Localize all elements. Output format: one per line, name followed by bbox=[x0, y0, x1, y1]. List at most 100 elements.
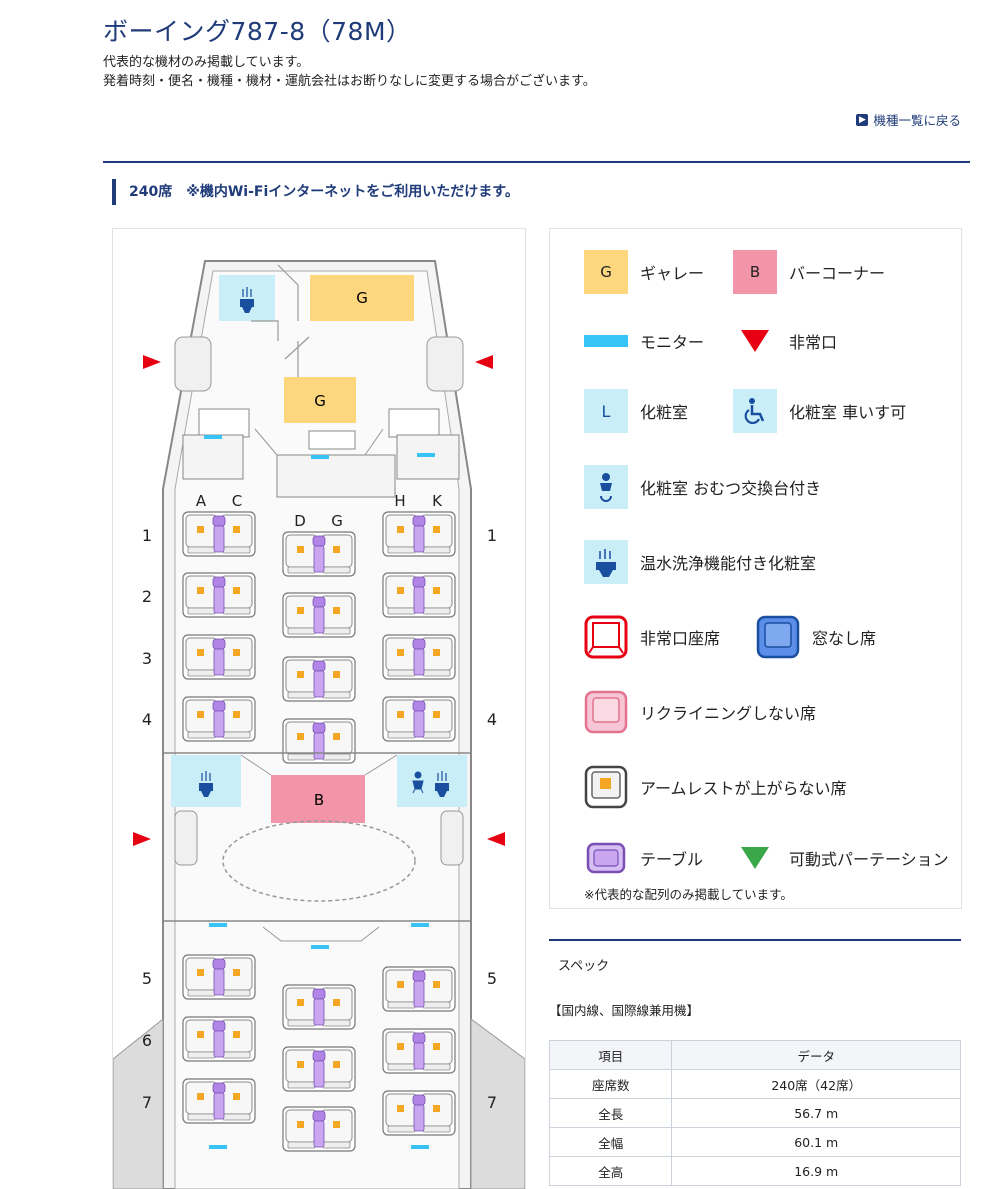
legend-windowless: 窓なし席 bbox=[756, 615, 876, 659]
seat-pair-2DG bbox=[282, 592, 356, 638]
seat-letter: H bbox=[394, 492, 405, 510]
row-number: 7 bbox=[487, 1093, 497, 1112]
spec-subtitle: 【国内線、国際線兼用機】 bbox=[549, 1003, 700, 1018]
chevron-right-icon: ▶ bbox=[856, 113, 869, 126]
exit-right-mid bbox=[487, 832, 505, 846]
diaper-table-icon bbox=[584, 465, 628, 509]
spec-header-item: 項目 bbox=[548, 1040, 673, 1070]
monitor-icon bbox=[584, 319, 628, 363]
seat-pair-3AC bbox=[182, 634, 256, 680]
legend-lavatory: L 化粧室 bbox=[584, 389, 688, 433]
seat-pair-7AC bbox=[182, 1078, 256, 1124]
fixed-armrest-icon bbox=[584, 765, 628, 809]
row-number: 3 bbox=[142, 649, 152, 668]
legend-note: ※代表的な配列のみ掲載しています。 bbox=[584, 887, 793, 902]
seat-pair-5AC bbox=[182, 954, 256, 1000]
washlet-icon bbox=[584, 540, 628, 584]
spec-divider bbox=[549, 939, 961, 941]
seat-count-heading: 240席 ※機内Wi-Fiインターネットをご利用いただけます。 bbox=[112, 179, 519, 205]
legend-partition: 可動式パーテーション bbox=[733, 836, 949, 880]
page-title: ボーイング787-8（78M） bbox=[103, 17, 412, 46]
exit-right-front bbox=[475, 355, 493, 369]
legend-panel: G ギャレー B バーコーナー モニター 非常口 L 化粧室 化粧室 車いす可 … bbox=[549, 228, 962, 909]
seat-map: G G A C D G bbox=[113, 260, 525, 1189]
back-to-aircraft-list-link[interactable]: ▶ 機種一覧に戻る bbox=[856, 110, 961, 129]
exit-seat-icon bbox=[584, 615, 628, 659]
bar-corner bbox=[271, 775, 365, 823]
bar-icon: B bbox=[733, 250, 777, 294]
legend-fixed-armrest: アームレストが上がらない席 bbox=[584, 765, 847, 809]
seat-letter: D bbox=[294, 512, 306, 530]
seat-pair-1DG bbox=[282, 531, 356, 577]
seat-map-panel: G G A C D G bbox=[112, 228, 526, 1189]
legend-diaper: 化粧室 おむつ交換台付き bbox=[584, 465, 821, 509]
partition-area bbox=[222, 820, 416, 902]
seat-letter: A bbox=[196, 492, 207, 510]
legend-washlet: 温水洗浄機能付き化粧室 bbox=[584, 540, 816, 584]
row-number: 6 bbox=[142, 1031, 152, 1050]
exit-triangle-icon bbox=[733, 319, 777, 363]
row-number: 4 bbox=[142, 710, 152, 729]
seat-letter: C bbox=[232, 492, 242, 510]
seat-pair-4HK bbox=[382, 696, 456, 742]
exit-left-front bbox=[143, 355, 161, 369]
seat-letter: G bbox=[331, 512, 343, 530]
spec-table: 項目 データ 座席数 240席（42席） 全長 56.7 m 全幅 60.1 m… bbox=[548, 1040, 961, 1186]
legend-galley: G ギャレー bbox=[584, 250, 704, 294]
seat-pair-7HK bbox=[382, 1090, 456, 1136]
exit-left-mid bbox=[133, 832, 151, 846]
legend-monitor: モニター bbox=[584, 319, 704, 363]
row-number: 1 bbox=[142, 526, 152, 545]
table-row: 全高 16.9 m bbox=[548, 1156, 961, 1186]
back-link-label: 機種一覧に戻る bbox=[873, 113, 961, 128]
row-number: 5 bbox=[487, 969, 497, 988]
galley-letter: G bbox=[356, 289, 368, 307]
galley-letter: G bbox=[314, 392, 326, 410]
seat-pair-4DG bbox=[282, 718, 356, 764]
row-number: 1 bbox=[487, 526, 497, 545]
legend-exit: 非常口 bbox=[733, 319, 837, 363]
galley-front bbox=[310, 275, 414, 321]
spec-header-data: データ bbox=[671, 1040, 961, 1070]
table-row: 全長 56.7 m bbox=[548, 1098, 961, 1128]
seat-pair-2AC bbox=[182, 572, 256, 618]
wheelchair-icon bbox=[733, 389, 777, 433]
legend-wheelchair: 化粧室 車いす可 bbox=[733, 389, 906, 433]
galley-mid bbox=[284, 377, 356, 423]
row-number: 2 bbox=[142, 587, 152, 606]
seat-pair-6HK bbox=[382, 1028, 456, 1074]
front-washlet-lavatory bbox=[219, 275, 275, 321]
table-icon bbox=[584, 836, 628, 880]
seat-letter: K bbox=[432, 492, 443, 510]
bar-letter: B bbox=[314, 791, 324, 809]
spec-title: スペック bbox=[558, 959, 610, 974]
seat-pair-5HK bbox=[382, 966, 456, 1012]
seat-pair-7DG bbox=[282, 1106, 356, 1152]
seat-pair-4AC bbox=[182, 696, 256, 742]
row-number: 4 bbox=[487, 710, 497, 729]
disclaimer-line-2: 発着時刻・便名・機種・機材・運航会社はお断りなしに変更する場合がございます。 bbox=[103, 74, 596, 89]
row-number: 5 bbox=[142, 969, 152, 988]
legend-bar: B バーコーナー bbox=[733, 250, 885, 294]
seat-pair-1HK bbox=[382, 511, 456, 557]
lavatory-icon: L bbox=[584, 389, 628, 433]
seat-pair-6DG bbox=[282, 1046, 356, 1092]
table-row: 全幅 60.1 m bbox=[548, 1127, 961, 1157]
partition-triangle-icon bbox=[733, 836, 777, 880]
row-number: 7 bbox=[142, 1093, 152, 1112]
mid-lavatory-right bbox=[397, 755, 467, 807]
no-recline-seat-icon bbox=[584, 690, 628, 734]
seat-pair-3HK bbox=[382, 634, 456, 680]
table-row: 座席数 240席（42席） bbox=[548, 1069, 961, 1099]
legend-table: テーブル bbox=[584, 836, 703, 880]
legend-no-recline: リクライニングしない席 bbox=[584, 690, 816, 734]
windowless-seat-icon bbox=[756, 615, 800, 659]
seat-pair-6AC bbox=[182, 1016, 256, 1062]
disclaimer-line-1: 代表的な機材のみ掲載しています。 bbox=[103, 55, 310, 70]
seat-pair-2HK bbox=[382, 572, 456, 618]
seat-pair-5DG bbox=[282, 984, 356, 1030]
legend-exit-seat: 非常口座席 bbox=[584, 615, 720, 659]
seat-pair-1AC bbox=[182, 511, 256, 557]
seat-pair-3DG bbox=[282, 656, 356, 702]
galley-icon: G bbox=[584, 250, 628, 294]
